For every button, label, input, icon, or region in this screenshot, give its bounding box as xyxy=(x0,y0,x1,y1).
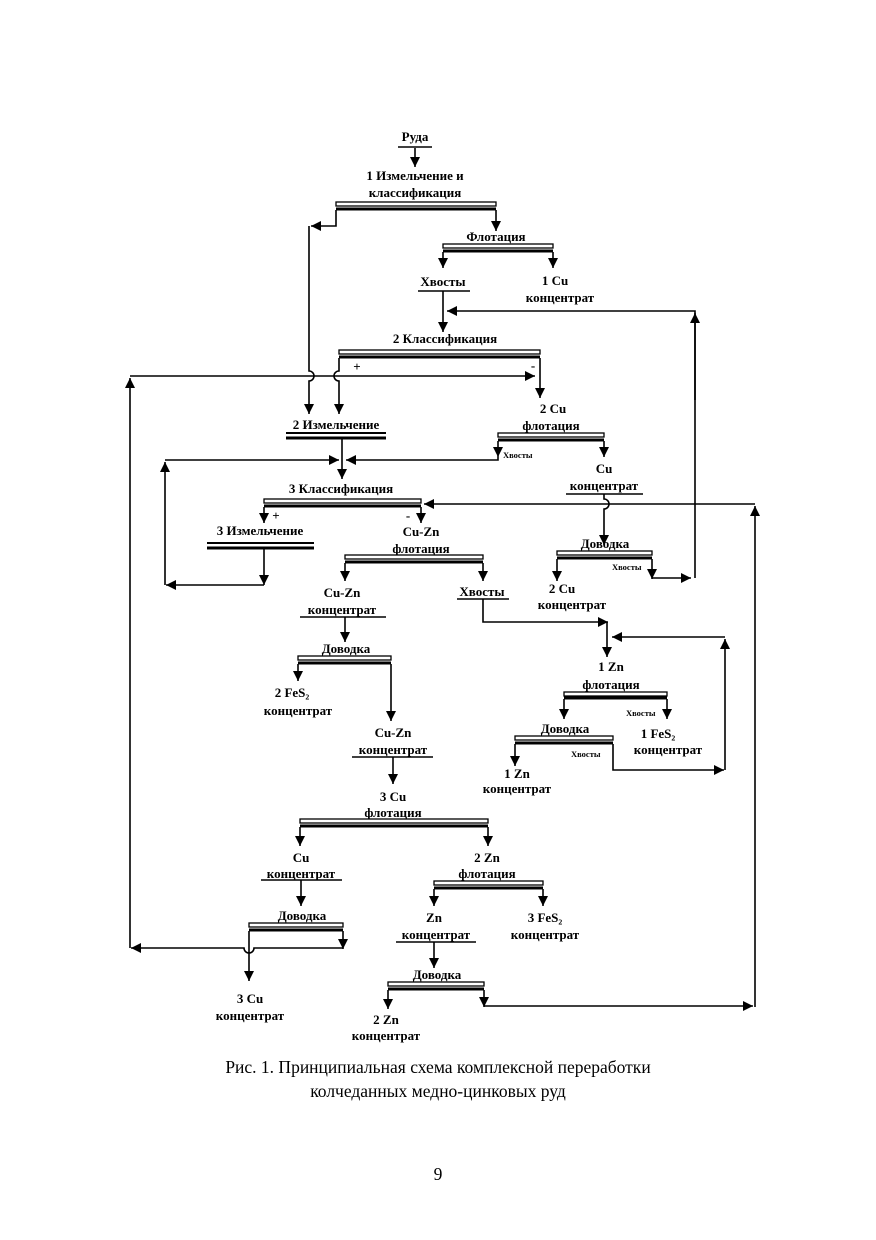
bar-class3 xyxy=(263,498,422,508)
label-cuflot2: 2 Cu xyxy=(540,401,566,416)
figure-caption-line1: Рис. 1. Принципиальная схема комплексной… xyxy=(225,1057,650,1077)
label-dovodka-cu3: Доводка xyxy=(278,908,327,923)
bar-grind3 xyxy=(207,542,314,550)
label-dovodka-cu2: Доводка xyxy=(581,536,630,551)
label-znflot1: 1 Zn xyxy=(598,659,624,674)
label-cuznconc1: Cu-Zn xyxy=(324,585,362,600)
label-tails-cu2: Хвосты xyxy=(503,450,533,460)
label-cuconc3: Cu xyxy=(293,850,310,865)
label-znconc: Zn xyxy=(426,910,443,925)
label-zn2conc: 2 Zn xyxy=(373,1012,399,1027)
bar-dovodka-cu2 xyxy=(556,550,653,560)
node-labels: Руда 1 Измельчение и классификация Флота… xyxy=(216,129,703,1043)
bar-dovodka-zn2 xyxy=(387,981,485,991)
bar-flot1 xyxy=(442,243,554,253)
label-cuconc: Cu xyxy=(596,461,613,476)
bar-dovodka-cuzn xyxy=(297,655,392,665)
label-cuznconc2-2: концентрат xyxy=(359,742,428,757)
label-grind1: 1 Измельчение и xyxy=(366,168,464,183)
label-dovodka-zn1: Доводка xyxy=(541,721,590,736)
label-class3: 3 Классификация xyxy=(289,481,393,496)
label-cuznflot-2: флотация xyxy=(392,541,449,556)
label-tails-zn1: Хвосты xyxy=(626,708,656,718)
bar-grind2 xyxy=(286,432,386,440)
label-zn1conc: 1 Zn xyxy=(504,766,530,781)
bar-cuflot2 xyxy=(497,432,605,442)
label-cuznconc1-2: концентрат xyxy=(308,602,377,617)
bar-cuflot3 xyxy=(299,818,489,828)
label-cu2conc: 2 Cu xyxy=(549,581,575,596)
label-cu1: 1 Cu xyxy=(542,273,568,288)
flow-lines xyxy=(125,148,760,1011)
label-ore: Руда xyxy=(402,129,429,144)
figure-caption-line2: колчеданных медно-цинковых руд xyxy=(310,1081,566,1101)
label-cuznflot: Cu-Zn xyxy=(403,524,441,539)
label-cu3conc-2: концентрат xyxy=(216,1008,285,1023)
label-grind3: 3 Измельчение xyxy=(217,523,304,538)
label-grind1-2: классификация xyxy=(369,185,462,200)
label-znflot2-2: флотация xyxy=(458,866,515,881)
label-znconc-2: концентрат xyxy=(402,927,471,942)
bar-class2 xyxy=(338,349,541,359)
label-dovodka-cuzn: Доводка xyxy=(322,641,371,656)
label-fes2-3-2: концентрат xyxy=(511,927,580,942)
label-fes2-3: 3 FeS₂ xyxy=(528,910,563,925)
label-grind2: 2 Измельчение xyxy=(293,417,380,432)
label-minus3: - xyxy=(406,508,410,523)
label-minus2: - xyxy=(531,358,535,373)
bar-cuznflot xyxy=(344,554,484,564)
label-zn2conc-2: концентрат xyxy=(352,1028,421,1043)
label-fes2-1-2: концентрат xyxy=(634,742,703,757)
label-cuconc3-2: концентрат xyxy=(267,866,336,881)
label-znflot1-2: флотация xyxy=(582,677,639,692)
label-cuflot2-2: флотация xyxy=(522,418,579,433)
label-tails-dov-zn1: Хвосты xyxy=(571,749,601,759)
label-cu1-2: концентрат xyxy=(526,290,595,305)
label-zn1conc-2: концентрат xyxy=(483,781,552,796)
label-cu3conc: 3 Cu xyxy=(237,991,263,1006)
bar-znflot1 xyxy=(563,691,668,700)
label-fes2-2-2: концентрат xyxy=(264,703,333,718)
label-tails1: Хвосты xyxy=(420,274,465,289)
operation-bars xyxy=(207,201,668,991)
label-dovodka-zn2: Доводка xyxy=(413,967,462,982)
label-tails-cuzn: Хвосты xyxy=(459,584,504,599)
label-tails-dov-cu2: Хвосты xyxy=(612,562,642,572)
label-cu2conc-2: концентрат xyxy=(538,597,607,612)
label-fes2-1: 1 FeS₂ xyxy=(641,726,676,741)
label-cuflot3-2: флотация xyxy=(364,805,421,820)
label-flot1: Флотация xyxy=(466,229,525,244)
label-cuflot3: 3 Cu xyxy=(380,789,406,804)
label-plus3: + xyxy=(272,508,279,523)
bar-dovodka-zn1 xyxy=(514,735,614,745)
page-number: 9 xyxy=(434,1164,443,1184)
label-znflot2: 2 Zn xyxy=(474,850,500,865)
label-fes2-2: 2 FeS₂ xyxy=(275,685,310,700)
label-plus2: + xyxy=(353,359,360,374)
label-class2: 2 Классификация xyxy=(393,331,497,346)
bar-grind1 xyxy=(335,201,497,211)
bar-dovodka-cu3 xyxy=(248,922,344,932)
label-cuznconc2: Cu-Zn xyxy=(375,725,413,740)
recycle-to-class2 xyxy=(447,306,696,578)
label-cuconc-2: концентрат xyxy=(570,478,639,493)
bar-znflot2 xyxy=(433,880,544,890)
